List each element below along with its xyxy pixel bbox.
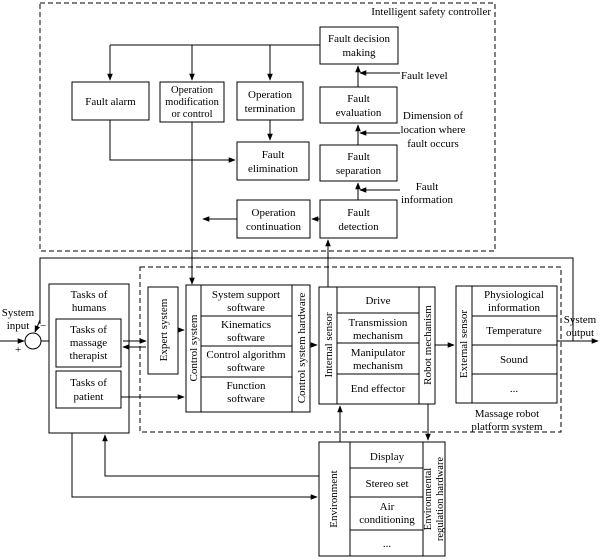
fault-alarm-box: Fault alarm	[71, 81, 150, 121]
svg-text:Sound: Sound	[500, 354, 529, 366]
expert-system-box: Expert system	[147, 286, 179, 375]
svg-text:...: ...	[383, 538, 392, 550]
svg-text:Drive: Drive	[365, 295, 390, 307]
svg-text:Control system hardware: Control system hardware	[296, 293, 308, 404]
svg-text:Environmentalregulation hardwa: Environmentalregulation hardware	[423, 457, 446, 542]
plus-sign: +	[15, 344, 21, 356]
massage-robot-platform-region	[139, 266, 562, 433]
platform-connections	[34, 257, 574, 500]
svg-text:Temperature: Temperature	[486, 325, 542, 337]
intelligent-safety-controller-region	[39, 2, 496, 252]
robot-mechanism-box: Internal sensor Robot mechanism Drive Tr…	[318, 286, 436, 405]
svg-text:Environment: Environment	[328, 470, 340, 527]
minus-sign: −	[40, 320, 46, 332]
svg-text:Robot mechanism: Robot mechanism	[422, 305, 434, 385]
svg-text:Internal sensor: Internal sensor	[323, 312, 335, 377]
controller-connections	[107, 44, 400, 287]
svg-text:Display: Display	[370, 451, 405, 463]
svg-text:External sensor: External sensor	[458, 310, 470, 378]
summing-junction	[24, 332, 42, 350]
fault-level-label: Fault level	[401, 70, 448, 82]
svg-text:End effector: End effector	[351, 383, 406, 395]
svg-text:Stereo set: Stereo set	[365, 478, 408, 490]
svg-text:Control system: Control system	[188, 314, 200, 381]
control-system-box: Control system Control system hardware S…	[185, 284, 311, 413]
controller-title: Intelligent safety controller	[371, 6, 491, 18]
svg-text:...: ...	[510, 383, 519, 395]
svg-text:Expert system: Expert system	[158, 298, 170, 361]
svg-text:Fault alarm: Fault alarm	[85, 96, 136, 108]
